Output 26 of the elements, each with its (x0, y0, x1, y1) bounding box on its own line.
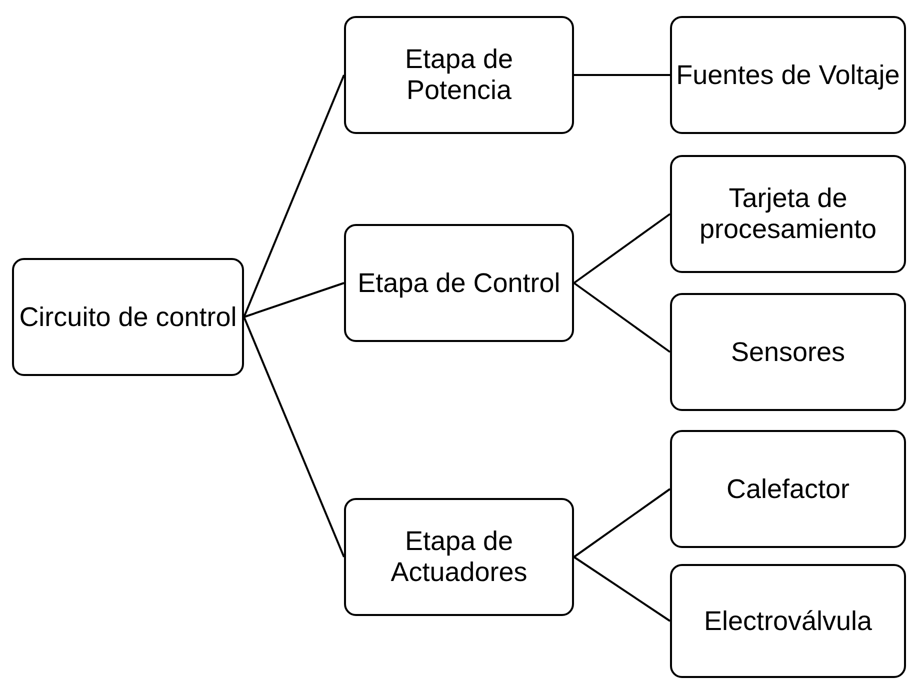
connector-line (573, 556, 671, 622)
connector-line (573, 488, 671, 558)
box-label: Fuentes de Voltaje (676, 60, 900, 90)
process-box (344, 498, 574, 616)
process-box (670, 293, 906, 411)
connector-line (574, 74, 670, 76)
process-box (670, 564, 906, 678)
box-label: Calefactor (726, 474, 850, 504)
process-box (344, 224, 574, 342)
box-label: Etapa de Actuadores (390, 526, 528, 588)
connector-line (573, 282, 671, 353)
process-box (12, 258, 244, 376)
box-label: Electroválvula (704, 606, 872, 636)
process-box (670, 155, 906, 273)
box-label: Etapa de Potencia (404, 44, 514, 106)
connector-line (244, 282, 344, 318)
box-label: Circuito de control (19, 302, 237, 332)
process-box (344, 16, 574, 134)
box-label: Tarjeta de procesamiento (698, 183, 878, 245)
process-box (670, 430, 906, 548)
connector-line (243, 316, 345, 558)
connector-line (243, 74, 345, 318)
box-label: Sensores (730, 336, 846, 368)
connector-line (573, 213, 671, 284)
box-label: Etapa de Control (358, 268, 560, 298)
process-box (670, 16, 906, 134)
